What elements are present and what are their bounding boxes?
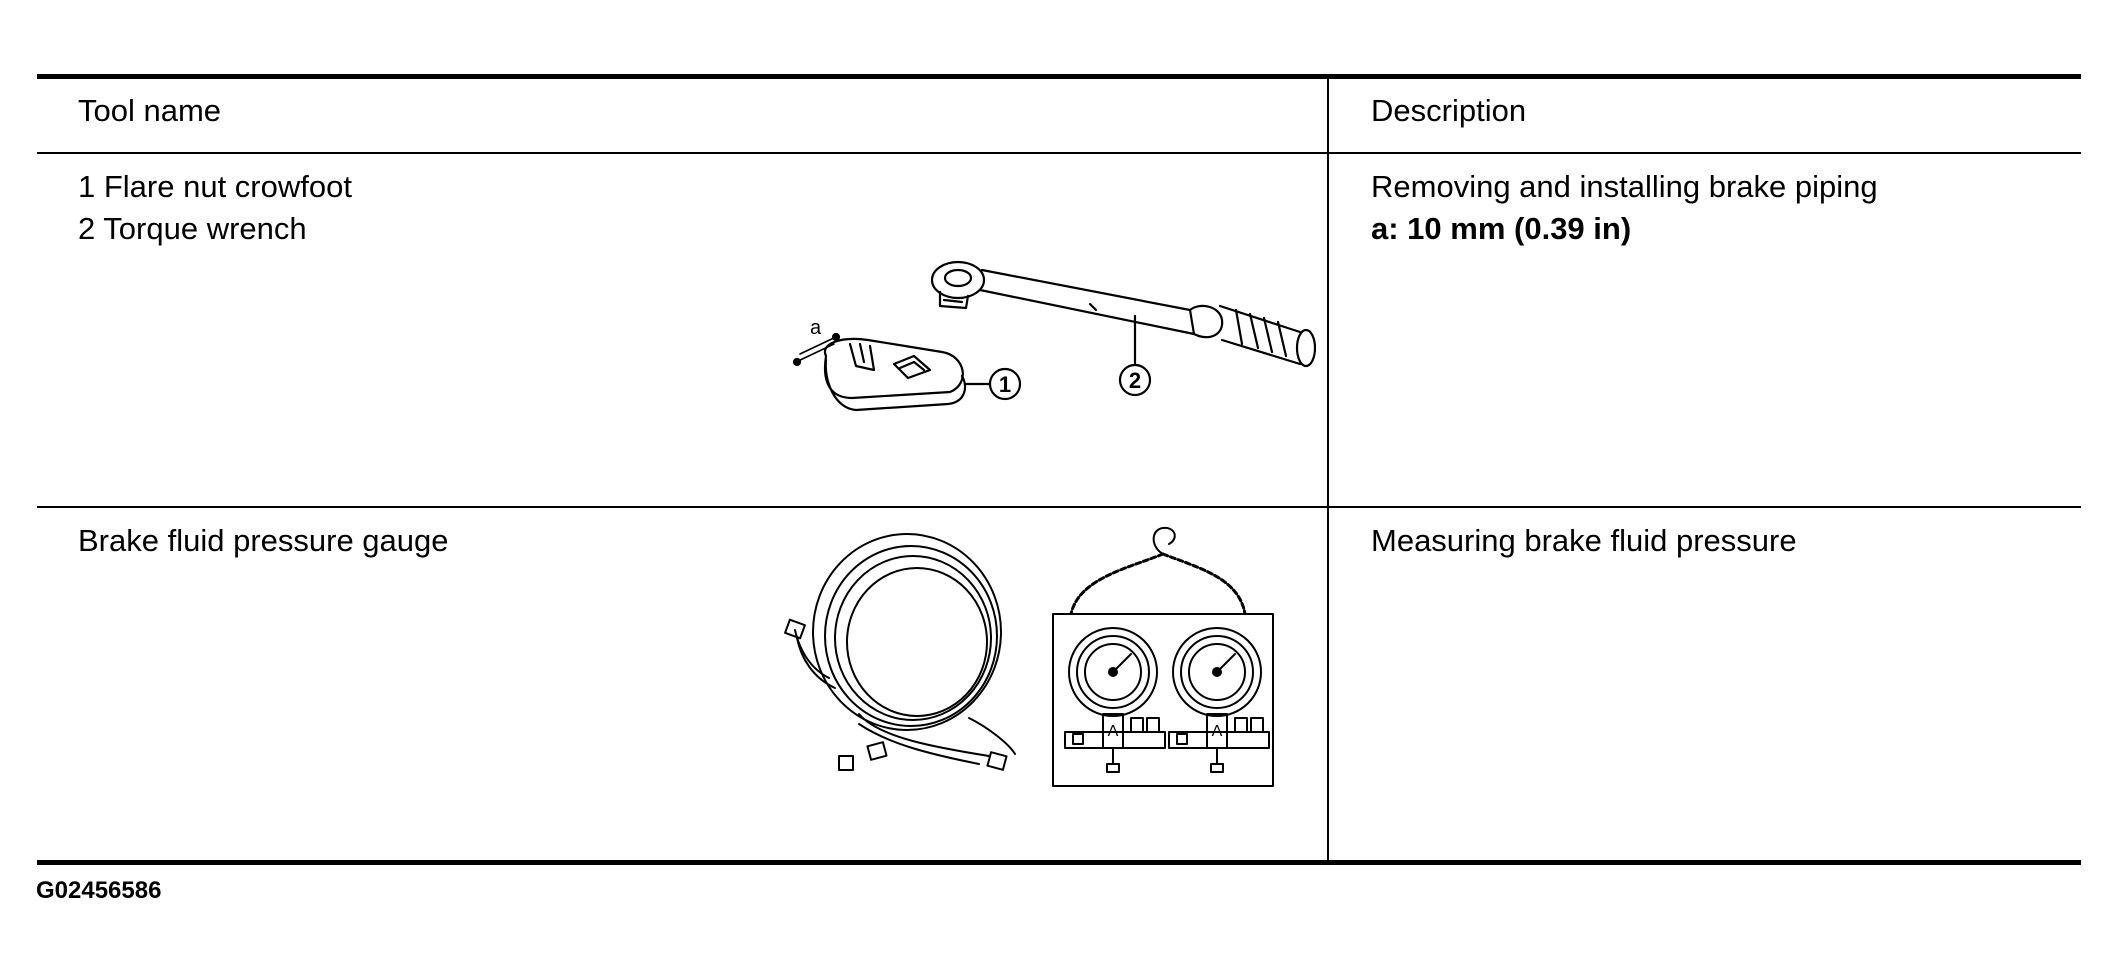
- callout-1-label: 1: [999, 372, 1011, 397]
- description-line: Removing and installing brake piping: [1371, 169, 1878, 204]
- tool-name-line: Brake fluid pressure gauge: [78, 523, 449, 558]
- table-row: Brake fluid pressure gauge: [37, 507, 2081, 863]
- tool-name-cell: Brake fluid pressure gauge: [37, 507, 1329, 863]
- callout-2-label: 2: [1129, 368, 1141, 393]
- table-row: 1 Flare nut crowfoot 2 Torque wrench: [37, 153, 2081, 508]
- header-tool-name: Tool name: [37, 76, 1329, 154]
- brake-fluid-pressure-gauge-illustration: A A: [784, 526, 1274, 787]
- dimension-spec: a: 10 mm (0.39 in): [1371, 211, 1632, 246]
- figure-code: G02456586: [36, 877, 162, 904]
- header-row: Tool name Description: [37, 76, 2081, 154]
- header-description: Description: [1328, 76, 2081, 154]
- description-line: Measuring brake fluid pressure: [1371, 523, 1797, 558]
- crowfoot-torque-wrench-illustration: 2 a: [792, 260, 1317, 412]
- dimension-a-label: a: [810, 317, 822, 339]
- special-tools-table: Tool name Description 1 Flare nut crowfo…: [37, 74, 2081, 865]
- gauge-label-right: A: [1212, 723, 1223, 740]
- gauge-label-left: A: [1108, 723, 1119, 740]
- tool-name-cell: 1 Flare nut crowfoot 2 Torque wrench: [37, 153, 1329, 508]
- tool-name-line: 1 Flare nut crowfoot: [78, 169, 352, 204]
- description-cell: Measuring brake fluid pressure: [1328, 507, 2081, 863]
- tool-name-line: 2 Torque wrench: [78, 211, 307, 246]
- description-cell: Removing and installing brake piping a: …: [1328, 153, 2081, 508]
